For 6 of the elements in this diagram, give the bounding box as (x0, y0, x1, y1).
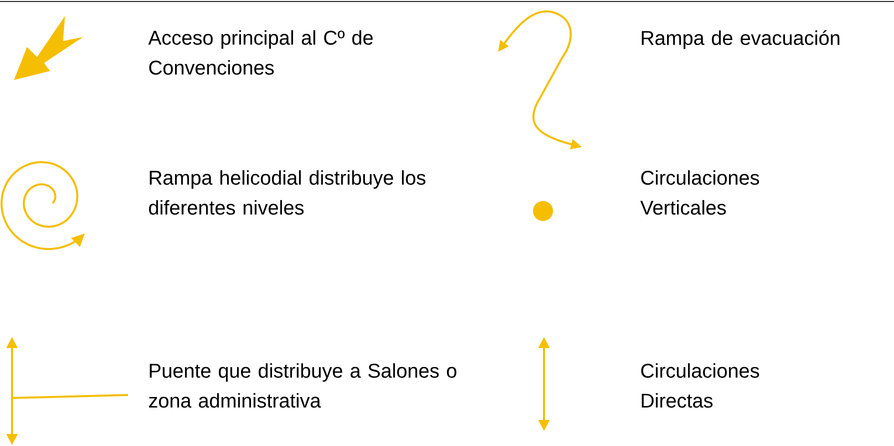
legend-text: Rampa de evacuación (642, 30, 840, 49)
legend-text: Puente que distribuye a Salones o zona administrativa (149, 363, 456, 408)
legend-text: Circulaciones Verticales (640, 170, 760, 215)
legend-text: Acceso principal al Cº de Convenciones (148, 30, 373, 75)
legend-text: Circulaciones Directas (641, 363, 760, 408)
legend-text: Rampa helicodial distribuye los diferentes niveles (149, 170, 426, 215)
